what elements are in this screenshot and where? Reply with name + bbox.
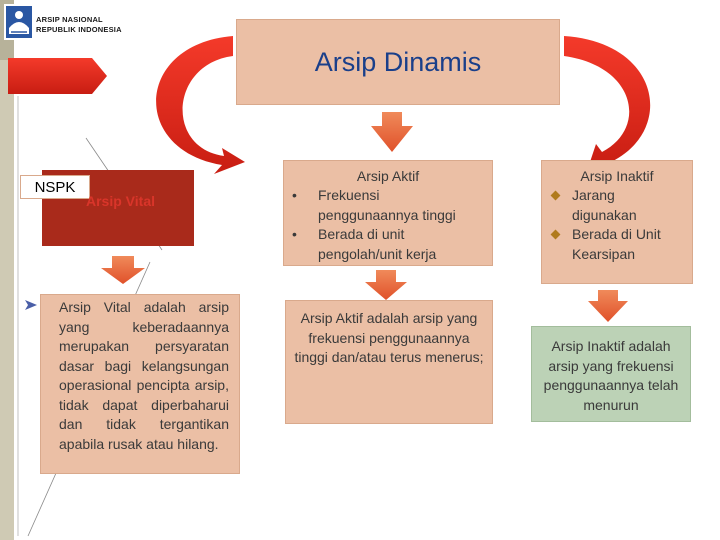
- arsip-aktif-definition-box: Arsip Aktif adalah arsip yang frekuensi …: [285, 300, 493, 424]
- arsip-aktif-bullet-1: • Frekuensi penggunaannya tinggi: [292, 186, 478, 225]
- arsip-inaktif-bullet-2: Berada di Unit Kearsipan: [550, 225, 670, 264]
- bullet-dot-icon: •: [292, 226, 297, 242]
- diamond-bullet-icon: [550, 190, 561, 201]
- arsip-inaktif-definition-box: Arsip Inaktif adalah arsip yang frekuens…: [531, 326, 691, 422]
- bullet-text: Frekuensi penggunaannya tinggi: [318, 187, 456, 223]
- anri-logo: ARSIP NASIONAL REPUBLIK INDONESIA: [4, 4, 122, 40]
- left-decorative-band: [0, 60, 14, 540]
- nspk-label: NSPK: [34, 178, 76, 196]
- arsip-aktif-definition: Arsip Aktif adalah arsip yang frekuensi …: [294, 310, 484, 365]
- arsip-inaktif-box: Arsip Inaktif Jarang digunakan Berada di…: [541, 160, 693, 284]
- arsip-aktif-box: Arsip Aktif • Frekuensi penggunaannya ti…: [283, 160, 493, 266]
- arsip-vital-definition: Arsip Vital adalah arsip yang keberadaan…: [59, 299, 229, 452]
- arsip-vital-definition-box: Arsip Vital adalah arsip yang keberadaan…: [40, 294, 240, 474]
- logo-text-line1: ARSIP NASIONAL: [36, 15, 103, 24]
- left-red-pentagon-arrow: [8, 58, 107, 94]
- arsip-inaktif-bullet-1: Jarang digunakan: [550, 186, 682, 225]
- curved-arrow-left: [156, 36, 245, 174]
- bullet-dot-icon: •: [292, 187, 297, 203]
- down-arrow-vital: [101, 256, 145, 284]
- arsip-vital-label: Arsip Vital: [86, 193, 155, 209]
- bullet-text: Jarang digunakan: [572, 187, 637, 223]
- down-arrow-inaktif: [588, 290, 628, 322]
- arsip-aktif-bullet-2: • Berada di unit pengolah/unit kerja: [292, 225, 478, 264]
- title-box: Arsip Dinamis: [236, 19, 560, 105]
- curved-arrow-right: [564, 36, 651, 170]
- arsip-inaktif-title: Arsip Inaktif: [580, 168, 654, 184]
- arrow-bullet-icon: [25, 300, 37, 310]
- nspk-box: NSPK: [20, 175, 90, 199]
- title-text: Arsip Dinamis: [314, 46, 482, 77]
- anri-logo-mark: [6, 6, 32, 38]
- arsip-aktif-title: Arsip Aktif: [356, 168, 420, 184]
- bullet-text: Berada di Unit Kearsipan: [572, 226, 661, 262]
- arsip-inaktif-definition: Arsip Inaktif adalah arsip yang frekuens…: [543, 338, 679, 413]
- diamond-bullet-icon: [550, 229, 561, 240]
- logo-text-line2: REPUBLIK INDONESIA: [36, 25, 122, 34]
- bullet-text: Berada di unit pengolah/unit kerja: [318, 226, 437, 262]
- down-arrow-center-top: [371, 112, 413, 152]
- down-arrow-aktif: [365, 270, 407, 300]
